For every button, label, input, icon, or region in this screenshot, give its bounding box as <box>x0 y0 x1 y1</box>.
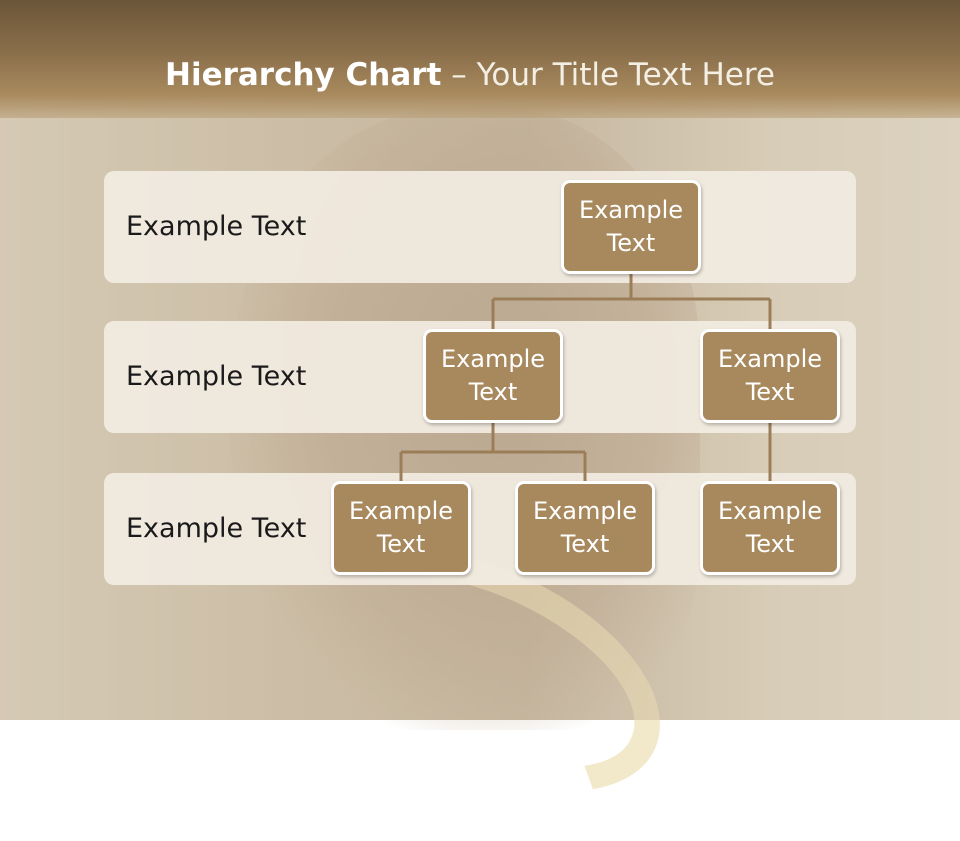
connector-lines <box>399 274 772 481</box>
connector-root-to-level2 <box>491 274 772 329</box>
node-level2-left: Example Text <box>423 329 563 423</box>
level-band-1: Example Text <box>104 171 856 283</box>
level-label-3: Example Text <box>126 513 307 544</box>
node-root: Example Text <box>561 180 701 274</box>
level-label-1: Example Text <box>126 211 307 242</box>
title-bold: Hierarchy Chart <box>165 57 442 93</box>
connector-left-to-level3 <box>399 423 587 481</box>
title-bar <box>0 0 960 118</box>
node-level3-left: Example Text <box>331 481 471 575</box>
node-level3-right: Example Text <box>700 481 840 575</box>
title-rest: – Your Title Text Here <box>441 57 775 93</box>
level-label-2: Example Text <box>126 361 307 392</box>
node-level3-middle: Example Text <box>515 481 655 575</box>
slide-title: Hierarchy Chart – Your Title Text Here <box>0 55 940 95</box>
node-level2-right: Example Text <box>700 329 840 423</box>
